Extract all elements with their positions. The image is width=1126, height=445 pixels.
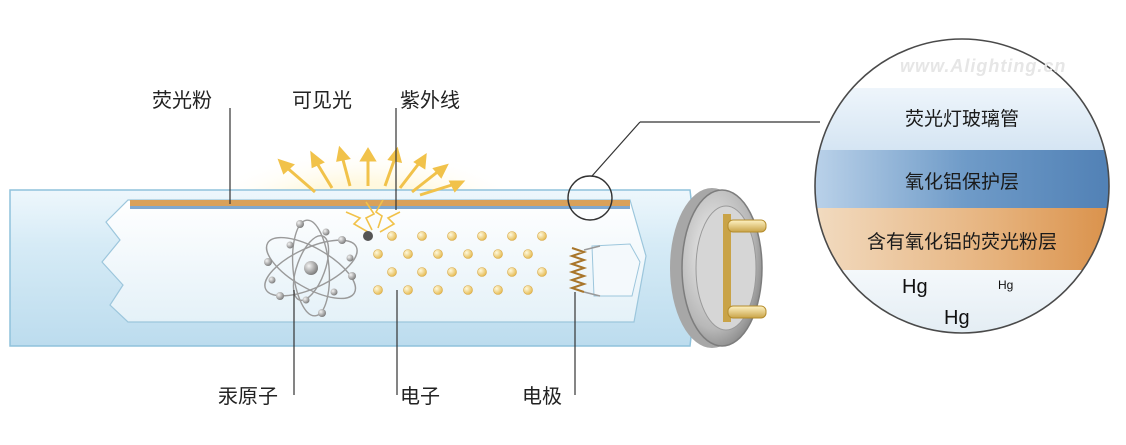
electron-dot	[537, 267, 547, 277]
lamp-pins	[727, 219, 767, 319]
electron-dot	[403, 249, 413, 259]
mercury-symbol: Hg	[944, 307, 970, 329]
electron-dot	[373, 285, 383, 295]
electron-dot	[477, 267, 487, 277]
layer-phosphor: 含有氧化铝的荧光粉层	[866, 231, 1058, 253]
electron-dot	[433, 249, 443, 259]
label-electron: 电子	[400, 384, 440, 408]
electron-dot	[403, 285, 413, 295]
electron-dot	[493, 285, 503, 295]
layer-alumina-protective: 氧化铝保护层	[904, 171, 1020, 193]
electron-dot	[463, 285, 473, 295]
lamp-end-cap	[670, 188, 763, 348]
electron-dot	[463, 249, 473, 259]
electron-dot	[477, 231, 487, 241]
electron-dot	[523, 285, 533, 295]
electron-dot	[537, 231, 547, 241]
electron-dot	[433, 285, 443, 295]
tube-cutaway	[101, 199, 647, 323]
electron-dot	[417, 267, 427, 277]
electron-dot	[523, 249, 533, 259]
electrode-filament	[568, 243, 641, 297]
alumina-coating-stripe	[130, 206, 630, 209]
label-ultraviolet: 紫外线	[400, 88, 460, 112]
layer-glass-tube: 荧光灯玻璃管	[904, 108, 1020, 130]
magnifier-circle	[814, 38, 1110, 334]
electron-dot	[373, 249, 383, 259]
mercury-symbol: Hg	[998, 278, 1014, 292]
visible-light-arrows	[277, 145, 466, 197]
electron-dot	[387, 267, 397, 277]
mercury-symbol: Hg	[902, 276, 928, 298]
electron-dot	[417, 231, 427, 241]
electron-dot	[387, 231, 397, 241]
electron-dot	[447, 267, 457, 277]
mercury-electrons	[264, 220, 373, 317]
electron-dot	[493, 249, 503, 259]
electron-dot	[447, 231, 457, 241]
label-visible-light: 可见光	[292, 88, 352, 112]
label-electrode: 电极	[522, 384, 562, 408]
zoom-marker-circle	[567, 175, 613, 221]
watermark: www.Alighting.cn	[900, 56, 1067, 76]
phosphor-coating	[130, 200, 630, 206]
electron-dot	[507, 231, 517, 241]
electron-field	[373, 231, 547, 295]
leader-lines	[229, 108, 820, 395]
electron-dot	[507, 267, 517, 277]
mercury-atom	[264, 219, 358, 317]
label-mercury-atom: 汞原子	[218, 384, 278, 408]
label-phosphor: 荧光粉	[152, 88, 212, 112]
ultraviolet-rays	[345, 199, 401, 233]
